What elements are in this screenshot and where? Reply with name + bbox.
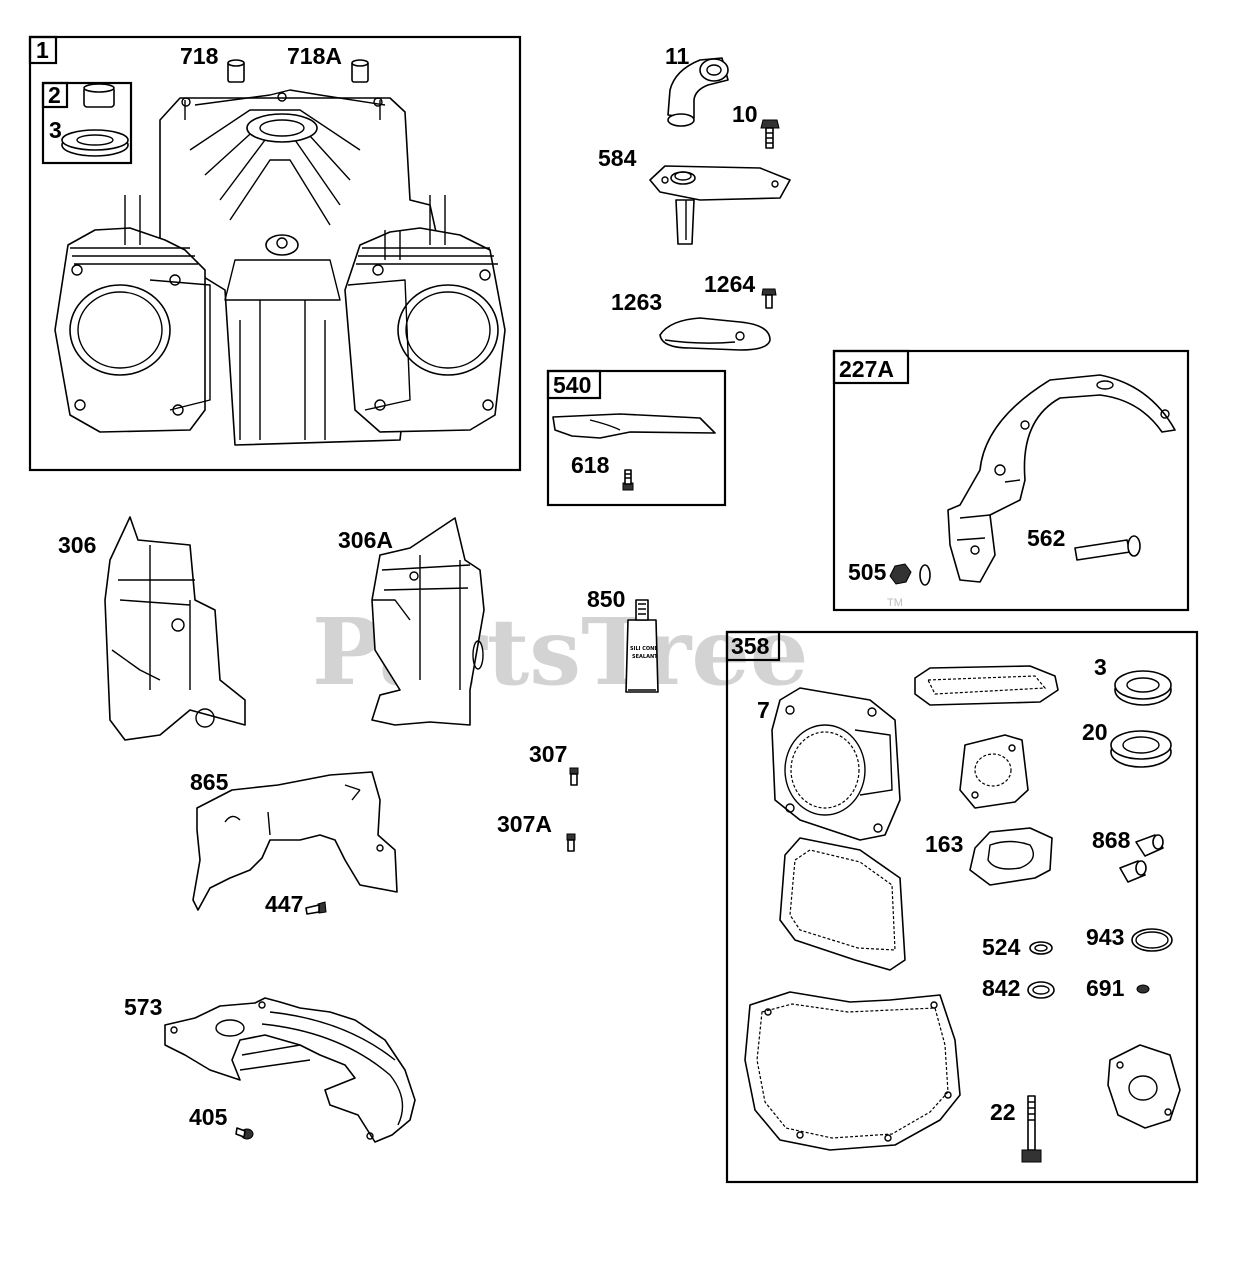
air-guide-306-part[interactable] xyxy=(104,516,246,741)
group-1[interactable]: 1 2 3 718 718A xyxy=(28,35,522,472)
oil-seal-part[interactable] xyxy=(61,129,129,157)
carb-gasket-part[interactable] xyxy=(1107,1044,1181,1129)
cylinder-block-part[interactable] xyxy=(54,89,506,446)
callout-306: 306 xyxy=(58,532,96,558)
group-1-tag xyxy=(28,35,58,65)
oil-seal-358-part[interactable] xyxy=(1114,670,1172,706)
callout-7: 7 xyxy=(757,697,770,723)
callout-3-seal: 3 xyxy=(1094,654,1107,680)
group-540[interactable]: 540 618 xyxy=(546,369,727,507)
callout-562: 562 xyxy=(1027,525,1065,551)
reed-valve-part[interactable] xyxy=(659,317,771,351)
gasket-163-part[interactable] xyxy=(969,827,1053,886)
screw-307-part[interactable] xyxy=(569,767,579,786)
sealant-label-line1: SILI CONE xyxy=(630,646,658,652)
group-358-tag-label: 358 xyxy=(731,633,770,659)
sealant-label-line2: SEALANT xyxy=(632,654,658,660)
group-227a[interactable]: 227A 562 505 xyxy=(832,349,1190,612)
callout-22: 22 xyxy=(990,1099,1016,1125)
o-ring-691-part[interactable] xyxy=(1136,984,1150,994)
screw-307a-part[interactable] xyxy=(566,833,576,852)
pin-562-part[interactable] xyxy=(1074,535,1141,561)
callout-868: 868 xyxy=(1092,827,1131,853)
plate-540-part[interactable] xyxy=(552,413,716,439)
sealant-tube-part[interactable]: SILI CONE SEALANT xyxy=(625,599,659,693)
callout-505: 505 xyxy=(848,559,887,585)
head-gasket-part[interactable] xyxy=(771,687,901,841)
callout-307a: 307A xyxy=(497,811,552,837)
dowel-718a-part[interactable] xyxy=(351,59,369,83)
group-227a-tag xyxy=(832,349,910,385)
callout-842: 842 xyxy=(982,975,1020,1001)
screw-618-part[interactable] xyxy=(622,469,634,491)
group-1-tag-label: 1 xyxy=(36,37,49,63)
callout-405: 405 xyxy=(189,1104,228,1130)
callout-718a: 718A xyxy=(287,43,342,69)
breather-tube-part[interactable] xyxy=(667,57,729,127)
callout-718: 718 xyxy=(180,43,219,69)
washer-524-part[interactable] xyxy=(1029,941,1053,955)
callout-584: 584 xyxy=(598,145,637,171)
screw-447-part[interactable] xyxy=(305,901,327,915)
crankcase-gasket-part[interactable] xyxy=(744,991,961,1151)
governor-bracket-part[interactable] xyxy=(947,374,1176,583)
bushing-part[interactable] xyxy=(83,83,115,108)
flange-gasket-part[interactable] xyxy=(959,734,1029,809)
callout-943: 943 xyxy=(1086,924,1124,950)
callout-20: 20 xyxy=(1082,719,1108,745)
o-ring-943-part[interactable] xyxy=(1131,928,1173,952)
air-guide-306a-part[interactable] xyxy=(371,517,485,726)
bolt-10-part[interactable] xyxy=(760,119,780,149)
callout-307: 307 xyxy=(529,741,567,767)
nut-505-part[interactable] xyxy=(889,563,931,586)
screw-1264-part[interactable] xyxy=(761,288,777,309)
group-540-tag-label: 540 xyxy=(553,372,591,398)
callout-865: 865 xyxy=(190,769,229,795)
callout-691: 691 xyxy=(1086,975,1125,1001)
breather-plate-part[interactable] xyxy=(649,165,791,245)
group-227a-tag-label: 227A xyxy=(839,356,894,382)
group-2-tag xyxy=(41,81,69,109)
dowel-868-part[interactable] xyxy=(1119,834,1164,883)
callout-3: 3 xyxy=(49,117,62,143)
screw-405-part[interactable] xyxy=(235,1127,254,1140)
callout-1264: 1264 xyxy=(704,271,755,297)
bolt-22-part[interactable] xyxy=(1021,1095,1042,1163)
callout-163: 163 xyxy=(925,831,963,857)
group-540-tag xyxy=(546,369,602,400)
callout-10: 10 xyxy=(732,101,758,127)
valve-cover-gasket-part[interactable] xyxy=(779,837,906,971)
group-358[interactable]: 358 7 3 20 xyxy=(725,630,1199,1184)
dowel-718-part[interactable] xyxy=(227,59,245,83)
callout-306a: 306A xyxy=(338,527,393,553)
group-2-tag-label: 2 xyxy=(48,82,61,108)
gasket-top-part[interactable] xyxy=(914,665,1059,706)
seal-20-part[interactable] xyxy=(1110,730,1172,768)
callout-1263: 1263 xyxy=(611,289,662,315)
callout-850: 850 xyxy=(587,586,625,612)
callout-618: 618 xyxy=(571,452,610,478)
callout-11: 11 xyxy=(665,43,690,69)
callout-447: 447 xyxy=(265,891,303,917)
callout-573: 573 xyxy=(124,994,162,1020)
washer-842-part[interactable] xyxy=(1027,981,1055,999)
callout-524: 524 xyxy=(982,934,1021,960)
shield-573-part[interactable] xyxy=(164,997,416,1143)
group-2 xyxy=(41,81,133,165)
group-358-tag xyxy=(725,630,781,662)
shield-865-part[interactable] xyxy=(192,771,398,911)
watermark-trademark: TM xyxy=(887,597,903,609)
